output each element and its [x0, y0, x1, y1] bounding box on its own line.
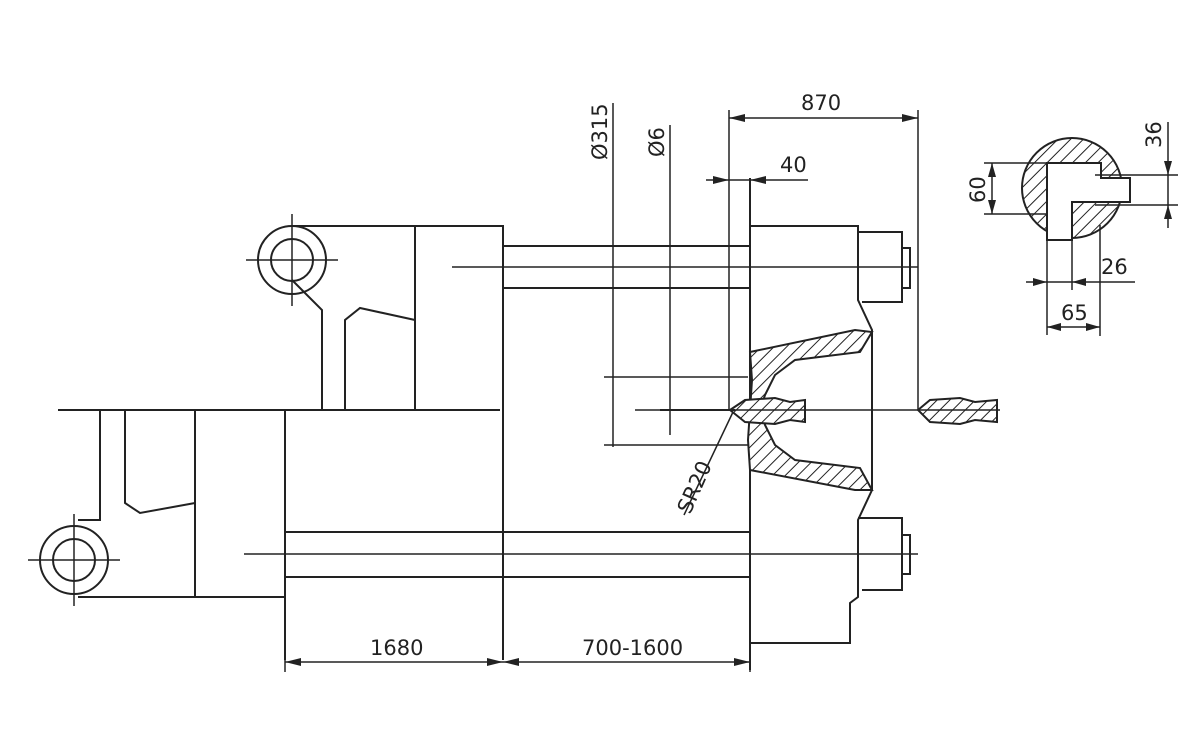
- rear-frame: [28, 214, 750, 660]
- label-phi315: Ø315: [588, 103, 612, 160]
- label-36: 36: [1142, 121, 1166, 148]
- label-700-1600: 700-1600: [582, 636, 683, 660]
- dim-700-1600: 700-1600: [503, 636, 751, 672]
- section-detail: 36 60 26 65: [966, 121, 1178, 336]
- label-870: 870: [801, 91, 841, 115]
- label-sr20: SR20: [673, 457, 717, 517]
- label-26: 26: [1101, 255, 1128, 279]
- dim-phi315: Ø315: [588, 103, 748, 447]
- dim-40: 40: [706, 153, 808, 184]
- tie-bars: [244, 245, 918, 577]
- label-65: 65: [1061, 301, 1088, 325]
- dim-870: 870: [728, 91, 919, 410]
- dim-1680: 1680: [284, 600, 503, 672]
- label-phi6: Ø6: [645, 127, 669, 157]
- dim-phi6: Ø6: [645, 125, 671, 435]
- fixed-platen: [746, 178, 911, 670]
- label-60: 60: [966, 176, 990, 203]
- dim-sr20: SR20: [673, 411, 734, 517]
- nozzle: [660, 396, 998, 426]
- label-40: 40: [780, 153, 807, 177]
- label-1680: 1680: [370, 636, 423, 660]
